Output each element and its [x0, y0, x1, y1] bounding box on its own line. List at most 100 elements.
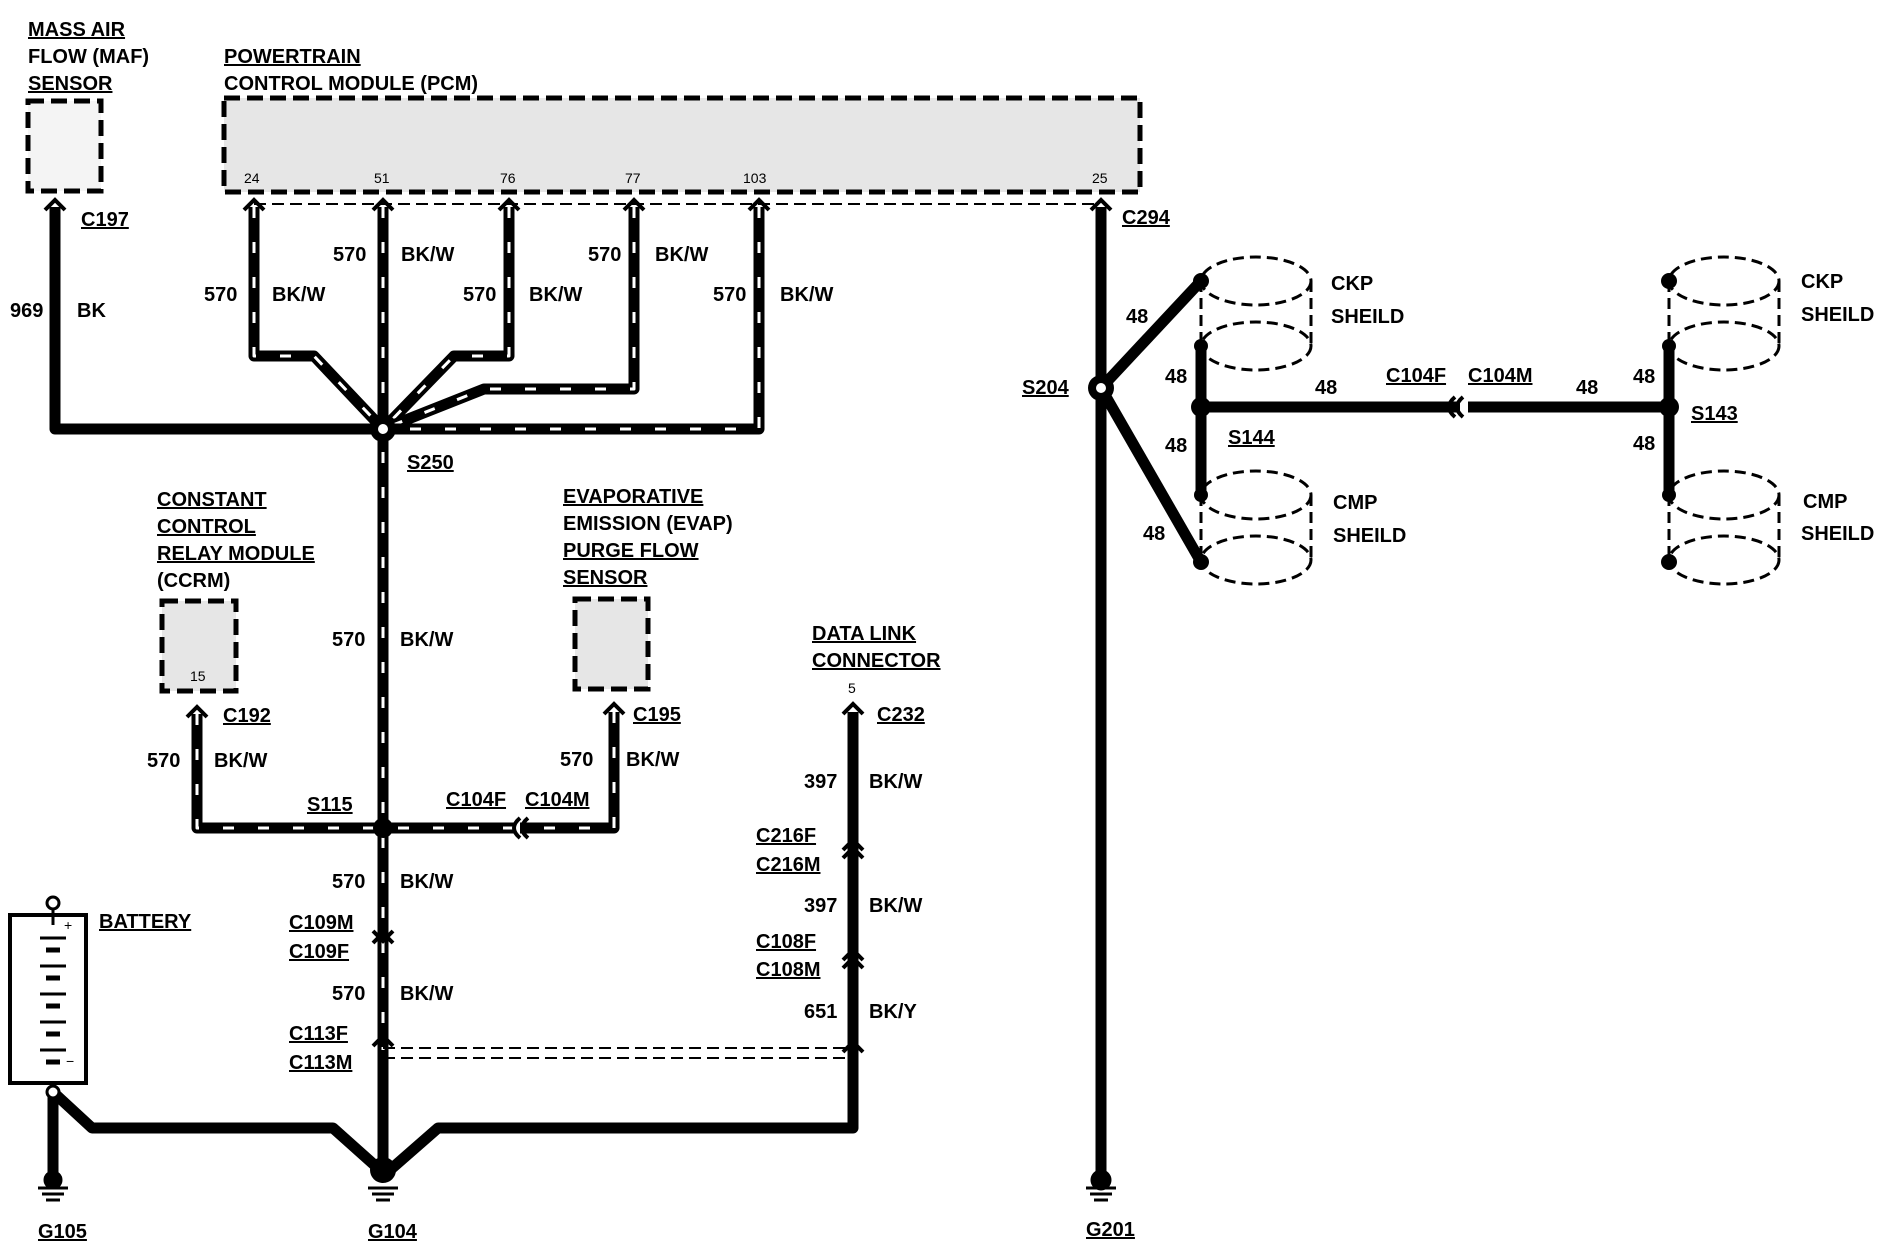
- color-bk: BK: [77, 300, 106, 322]
- connector-c108f: C108F: [756, 931, 816, 953]
- cmp-label-left: CMP: [1333, 492, 1377, 514]
- splice-s204-label: S204: [1022, 377, 1070, 399]
- color-bkw-lower2: BK/W: [400, 983, 453, 1005]
- maf-label-1: MASS AIR: [28, 19, 126, 41]
- ccrm-label-1: CONSTANT: [157, 489, 267, 511]
- circuit-397-b: 397: [804, 895, 837, 917]
- splice-s143: [1659, 397, 1679, 417]
- ground-g104-icon: [368, 1186, 398, 1202]
- wire-570-pcm103: [383, 207, 765, 435]
- splice-s144: [1191, 397, 1211, 417]
- color-bkw-c: BK/W: [529, 284, 582, 306]
- sheild-label-cmp-left: SHEILD: [1333, 525, 1406, 547]
- pcm-label-1: POWERTRAIN: [224, 46, 361, 68]
- color-bkw-d: BK/W: [655, 244, 708, 266]
- circuit-48-e: 48: [1315, 377, 1337, 399]
- circuit-397-a: 397: [804, 771, 837, 793]
- ccrm-label-3: RELAY MODULE: [157, 543, 315, 565]
- evap-label-3: PURGE FLOW: [563, 540, 699, 562]
- splice-s144-label: S144: [1228, 427, 1276, 449]
- connector-chevrons: [43, 197, 1465, 1054]
- circuit-48-b: 48: [1165, 366, 1187, 388]
- wire-969-bk: [49, 207, 383, 435]
- pcm-pin-77: 77: [625, 170, 641, 186]
- dlc-label-1: DATA LINK: [812, 623, 917, 645]
- connector-c108m: C108M: [756, 959, 820, 981]
- circuit-48-a: 48: [1126, 306, 1148, 328]
- circuit-570-ccrm: 570: [147, 750, 180, 772]
- evap-label-4: SENSOR: [563, 567, 648, 589]
- battery-label: BATTERY: [99, 911, 192, 933]
- cmp-shield-right: [1667, 469, 1781, 586]
- ground-g105-icon: [38, 1170, 68, 1202]
- wire-battery-ground: [49, 1087, 384, 1175]
- circuit-570-e: 570: [713, 284, 746, 306]
- color-bkw-b: BK/W: [401, 244, 454, 266]
- splice-s250-label: S250: [407, 452, 454, 474]
- pcm-pin-103: 103: [743, 170, 767, 186]
- connector-c195: C195: [633, 704, 681, 726]
- circuit-570-a: 570: [204, 284, 237, 306]
- evap-sensor-box: [572, 596, 651, 692]
- battery-plus: +: [64, 917, 72, 933]
- connector-c104f-evap: C104F: [446, 789, 506, 811]
- wire-570-pcm76: [379, 207, 515, 433]
- sheild-label-ckp-left: SHEILD: [1331, 306, 1404, 328]
- pcm-pin-51: 51: [374, 170, 390, 186]
- wire-48-cmp-left: [1096, 385, 1206, 565]
- maf-label-3: SENSOR: [28, 73, 113, 95]
- ckp-shield-right: [1667, 255, 1781, 372]
- sheild-label-ckp-right: SHEILD: [1801, 304, 1874, 326]
- evap-label-1: EVAPORATIVE: [563, 486, 703, 508]
- ccrm-box: [159, 598, 239, 694]
- color-bkw-397b: BK/W: [869, 895, 922, 917]
- wire-570-pcm24: [248, 207, 387, 433]
- connector-c109m: C109M: [289, 912, 353, 934]
- circuit-570-c: 570: [463, 284, 496, 306]
- circuit-48-h: 48: [1633, 433, 1655, 455]
- battery-symbol: [8, 895, 88, 1100]
- circuit-570-b: 570: [333, 244, 366, 266]
- ground-g104-label: G104: [368, 1221, 418, 1243]
- circuit-48-g: 48: [1633, 366, 1655, 388]
- color-bky: BK/Y: [869, 1001, 917, 1023]
- maf-sensor-box: [25, 98, 104, 194]
- connector-c197: C197: [81, 209, 129, 231]
- connector-c294: C294: [1122, 207, 1171, 229]
- wire-48-ckp-left: [1096, 277, 1206, 392]
- ccrm-pin-15: 15: [190, 668, 206, 684]
- pcm-label-2: CONTROL MODULE (PCM): [224, 73, 478, 95]
- ccrm-label-4: (CCRM): [157, 570, 230, 592]
- connector-c109f: C109F: [289, 941, 349, 963]
- splice-s115: [373, 818, 393, 838]
- color-bkw-evap: BK/W: [626, 749, 679, 771]
- circuit-48-c: 48: [1165, 435, 1187, 457]
- circuit-969: 969: [10, 300, 43, 322]
- color-bkw-lower1: BK/W: [400, 871, 453, 893]
- circuit-570-trunk: 570: [332, 629, 365, 651]
- connector-c216m: C216M: [756, 854, 820, 876]
- connector-c104m-shield: C104M: [1468, 365, 1532, 387]
- color-bkw-e: BK/W: [780, 284, 833, 306]
- color-bkw-397a: BK/W: [869, 771, 922, 793]
- circuit-570-lower2: 570: [332, 983, 365, 1005]
- color-bkw-a: BK/W: [272, 284, 325, 306]
- ground-g201-label: G201: [1086, 1219, 1135, 1241]
- battery-minus: −: [66, 1053, 74, 1069]
- cmp-label-right: CMP: [1803, 491, 1847, 513]
- ckp-label-right: CKP: [1801, 271, 1843, 293]
- connector-c192: C192: [223, 705, 271, 727]
- sheild-label-cmp-right: SHEILD: [1801, 523, 1874, 545]
- pcm-pin-24: 24: [244, 170, 260, 186]
- connector-c104m-evap: C104M: [525, 789, 589, 811]
- pcm-box: [221, 95, 1143, 195]
- circuit-48-d: 48: [1143, 523, 1165, 545]
- pcm-pin-25: 25: [1092, 170, 1108, 186]
- ground-g201-icon: [1086, 1169, 1116, 1202]
- connector-c232: C232: [877, 704, 925, 726]
- wire-397-651-dlc: [386, 712, 859, 1175]
- circuit-48-f: 48: [1576, 377, 1598, 399]
- color-bkw-ccrm: BK/W: [214, 750, 267, 772]
- ckp-shield-left: [1199, 255, 1313, 372]
